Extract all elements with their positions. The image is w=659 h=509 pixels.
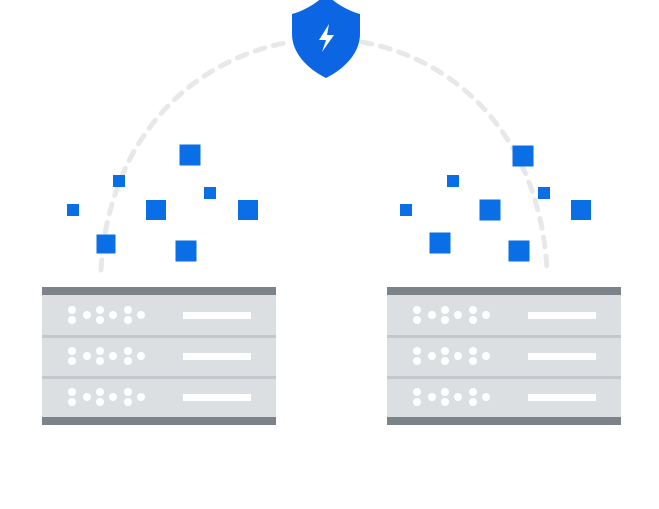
server-led-dot	[428, 311, 436, 319]
server-led-dot	[124, 388, 132, 396]
server-led-dot	[83, 352, 91, 360]
server-drive-slot	[183, 353, 251, 360]
lightning-bolt-icon	[319, 24, 334, 52]
server-led-dot	[469, 357, 477, 365]
server-slot	[413, 388, 596, 406]
server-led-dot	[109, 393, 117, 401]
data-packet	[447, 175, 459, 187]
server-drive-slot	[183, 312, 251, 319]
server-led-dot	[137, 311, 145, 319]
server-led-dot	[124, 398, 132, 406]
server-led-dot	[68, 388, 76, 396]
server-drive-slot	[528, 394, 596, 401]
server-led-dot	[96, 316, 104, 324]
server-led-dot	[413, 306, 421, 314]
server-slot-divider	[387, 335, 621, 338]
data-packet	[113, 175, 125, 187]
server-led-dot	[124, 316, 132, 324]
server-slot	[68, 306, 251, 324]
server-led-dot	[137, 393, 145, 401]
server-led-dot	[441, 306, 449, 314]
server-led-dot	[469, 388, 477, 396]
server-led-dot	[68, 398, 76, 406]
server-led-dot	[454, 311, 462, 319]
server-led-dot	[68, 347, 76, 355]
server-led-dot	[482, 311, 490, 319]
server-led-dot	[454, 393, 462, 401]
data-packet	[571, 200, 591, 220]
server-top-frame	[42, 287, 276, 295]
server-bottom-frame	[42, 417, 276, 425]
data-packet	[508, 240, 530, 262]
server-led-dot	[441, 388, 449, 396]
server-led-dot	[413, 316, 421, 324]
server-top-frame	[387, 287, 621, 295]
server-left	[42, 287, 276, 425]
server-led-dot	[441, 357, 449, 365]
data-packet	[179, 144, 201, 166]
server-led-dot	[124, 357, 132, 365]
data-packet	[67, 204, 79, 216]
server-led-dot	[68, 306, 76, 314]
server-led-dot	[482, 393, 490, 401]
connection-arc	[98, 39, 550, 273]
server-led-dot	[68, 316, 76, 324]
server-bottom-frame	[387, 417, 621, 425]
server-led-dot	[428, 393, 436, 401]
server-led-dot	[441, 398, 449, 406]
shield-lightning-icon	[292, 0, 360, 78]
server-led-dot	[469, 398, 477, 406]
server-led-dot	[124, 347, 132, 355]
data-packet	[400, 204, 412, 216]
server-led-dot	[441, 347, 449, 355]
server-led-dot	[469, 347, 477, 355]
server-led-dot	[96, 347, 104, 355]
server-led-dot	[109, 311, 117, 319]
server-led-dot	[83, 393, 91, 401]
data-packet	[204, 187, 216, 199]
server-slot	[68, 347, 251, 365]
data-packet	[512, 145, 534, 167]
data-packet	[479, 199, 501, 221]
packets-left	[67, 144, 258, 262]
data-packet	[238, 200, 258, 220]
server-slot	[413, 306, 596, 324]
server-slot	[68, 388, 251, 406]
server-led-dot	[469, 316, 477, 324]
server-led-dot	[96, 357, 104, 365]
server-led-dot	[454, 352, 462, 360]
data-packet	[538, 187, 550, 199]
server-led-dot	[413, 357, 421, 365]
server-drive-slot	[528, 312, 596, 319]
server-drive-slot	[183, 394, 251, 401]
server-led-dot	[137, 352, 145, 360]
server-led-dot	[83, 311, 91, 319]
server-drive-slot	[528, 353, 596, 360]
server-slot-divider	[42, 376, 276, 379]
server-slot-divider	[42, 335, 276, 338]
server-slot-divider	[387, 376, 621, 379]
server-led-dot	[413, 347, 421, 355]
server-right	[387, 287, 621, 425]
data-packet	[146, 200, 166, 220]
data-packet	[429, 232, 451, 254]
server-led-dot	[441, 316, 449, 324]
server-led-dot	[124, 306, 132, 314]
data-packet	[175, 240, 197, 262]
server-led-dot	[68, 357, 76, 365]
server-led-dot	[109, 352, 117, 360]
server-led-dot	[428, 352, 436, 360]
server-slot	[413, 347, 596, 365]
server-led-dot	[413, 398, 421, 406]
server-led-dot	[469, 306, 477, 314]
server-led-dot	[413, 388, 421, 396]
server-led-dot	[96, 398, 104, 406]
packets-right	[400, 145, 591, 262]
server-led-dot	[96, 388, 104, 396]
server-led-dot	[96, 306, 104, 314]
data-packet	[96, 234, 116, 254]
server-led-dot	[482, 352, 490, 360]
